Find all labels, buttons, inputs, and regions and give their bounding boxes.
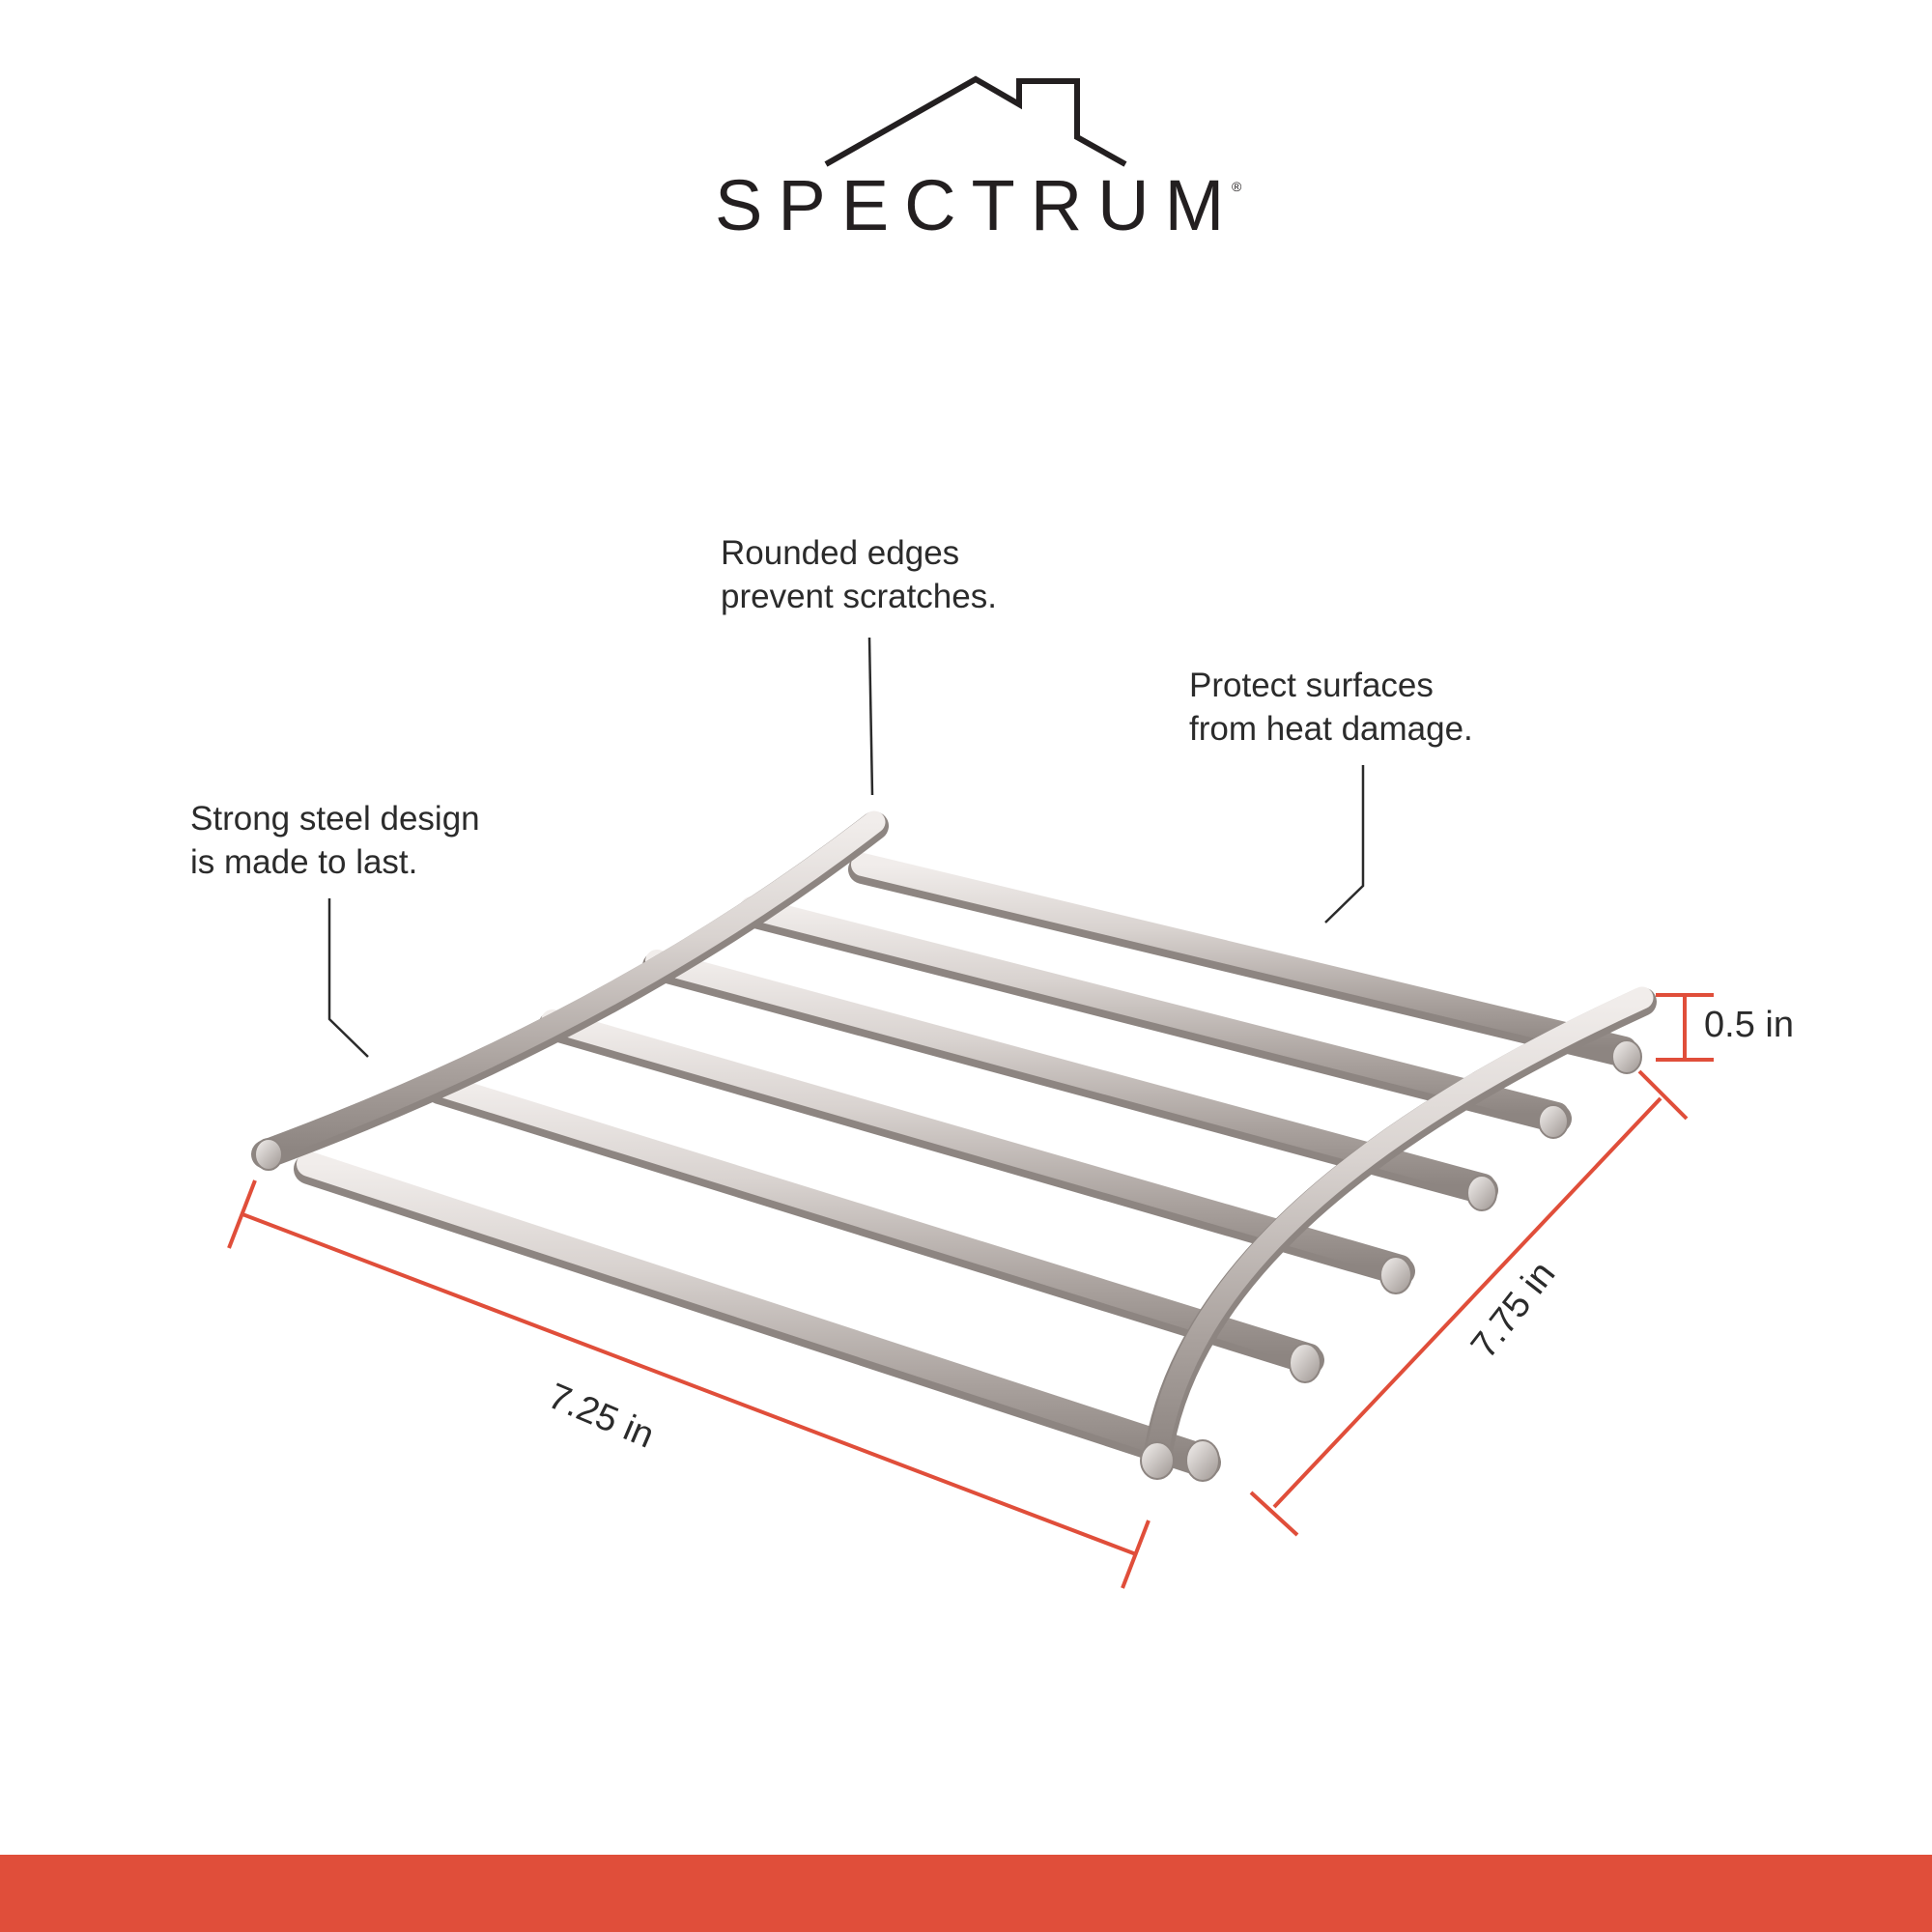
footer-accent-bar [0, 1855, 1932, 1932]
steel-bar-5 [425, 1073, 1324, 1383]
steel-bar-1 [848, 853, 1642, 1074]
leader-line-steel [327, 898, 369, 1058]
callout-rounded-line1: Rounded edges [721, 534, 960, 572]
leader-line-rounded [867, 637, 874, 796]
curved-rail-right [1140, 986, 1657, 1480]
registered-mark: ® [1232, 179, 1242, 194]
dimension-line-depth [1249, 1069, 1689, 1537]
dimension-line-width [227, 1179, 1151, 1589]
brand-name: SPECTRUM [715, 165, 1240, 245]
steel-bar-4 [538, 1009, 1415, 1294]
callout-heat-line1: Protect surfaces [1189, 667, 1434, 704]
callout-heat-line2: from heat damage. [1189, 710, 1473, 748]
house-roof-icon [824, 75, 1127, 167]
leader-line-heat [1324, 765, 1365, 923]
callout-rounded-edges: Rounded edges prevent scratches. [721, 531, 997, 618]
callout-heat-protection: Protect surfaces from heat damage. [1189, 664, 1473, 751]
steel-bar-3 [642, 950, 1498, 1211]
callout-steel-line2: is made to last. [190, 843, 418, 881]
dimension-line-height [1656, 993, 1714, 1062]
steel-bar-2 [737, 896, 1572, 1139]
brand-logo [676, 68, 1256, 251]
steel-bar-6 [294, 1151, 1221, 1482]
height-dimension-label: 0.5 in [1704, 1005, 1794, 1045]
curved-rail-left [251, 810, 889, 1171]
callout-rounded-line2: prevent scratches. [721, 578, 997, 615]
callout-steel-line1: Strong steel design [190, 800, 480, 838]
callout-strong-steel: Strong steel design is made to last. [190, 797, 480, 884]
